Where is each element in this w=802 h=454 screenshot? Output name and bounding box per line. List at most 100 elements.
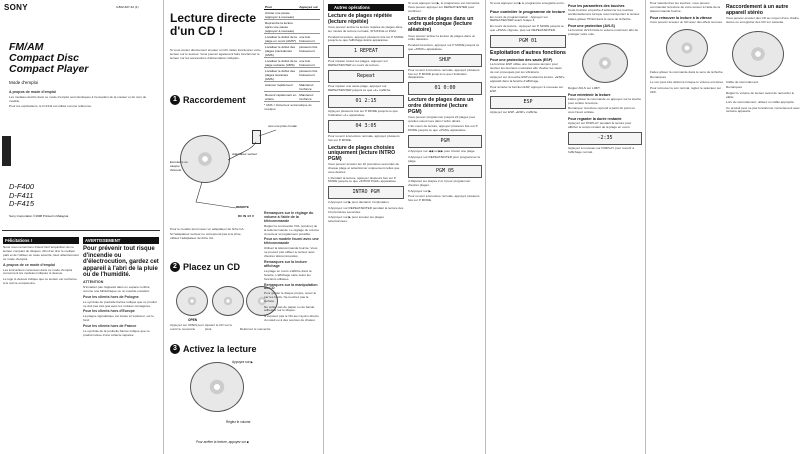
caption: Refermez le couvercle [239,326,271,331]
document-code: 3-862-607-32 (1) [116,5,139,9]
warning-text: Pour prévenir tout risque d'incendie ou … [83,246,159,279]
sub-heading: Pour une protection des sauts (ESP) [490,58,553,63]
intro-paragraph: Les modèles décrits dans ce mode d'emplo… [9,94,147,103]
model-list: D-F400 D-F411 D-F415 [9,182,35,209]
avertissement-block: AVERTISSEMENT Pour prévenir tout risque … [83,237,159,337]
table-header: Pour [264,4,299,10]
lcd-display: 01 2:15 [328,94,404,108]
model-name: D-F415 [9,199,35,208]
lcd-display: SHUF [408,53,482,67]
attention-heading: ATTENTION [83,279,104,284]
sub-heading: Pour regarder la durée restante [568,117,622,122]
close-lid-illustration [246,286,278,316]
sub-heading: Pour entretenir la lecture [568,92,611,97]
intro-text: A propos de mode d'emploi Les modèles dé… [9,89,157,111]
divider [2,230,160,231]
cover-column: SONY 3-862-607-32 (1) FM/AM Compact Disc… [0,0,162,454]
lcd-display: PGM 01 [490,34,566,48]
cd-logo [2,136,11,166]
quickstart-column: Lecture directe d'un CD ! Si vous voulez… [166,0,322,454]
step-title: Raccordement [183,94,246,105]
section-heading: Lecture de plages dans un ordre détermin… [408,97,474,115]
caption: Appuyez sur OPEN pour ouvrir le couvercl… [170,323,204,331]
lcd-display: PGM [408,135,482,149]
table-footnote: * AMS = Détecteur automatique de musique [264,103,312,111]
remote-label: REMOTE [236,205,249,209]
felicitations-heading: Félicitations ! [3,237,79,244]
table-row: Localiser le début des plages précédente… [264,43,320,58]
column-divider [323,0,324,454]
table-row: Reprendre la lecture après une pause (ap… [264,19,320,34]
intro-heading: A propos de mode d'emploi [9,90,57,94]
sub-heading: Pour les clients hors de Pologne [83,294,139,299]
title-line: FM/AM [9,41,44,53]
section-heading: Lecture de plages dans un ordre quelconq… [408,15,474,33]
intro-paragraph: Pour les explications, le D-F411 est uti… [9,104,92,109]
column-divider [163,0,164,454]
adapter-label: Adaptateur secteur [232,152,258,156]
table-row: Arrêter une pause (appuyez à nouveau) [264,9,320,20]
section-heading: Lecture de plages choisies uniquement (l… [328,144,396,162]
table-row: Localiser le début de la plage en cours … [264,33,320,44]
lcd-display: Repeat [328,70,404,84]
insert-cd-illustration [212,286,244,316]
sub-heading: A propos de ce mode d'emploi [3,262,56,267]
table-header: Appuyez sur [298,4,320,10]
column-divider [485,0,486,454]
sub-heading: Pour les clients hors de France [83,324,137,329]
step-2-captions: Appuyez sur OPEN pour ouvrir le couvercl… [170,323,276,332]
dc-in-label: DC IN 4.5 V [238,214,255,218]
sub-heading: Pour les paramètres des touches [568,4,625,8]
table-row: Localiser le début des plages suivantes … [264,67,320,82]
model-name: D-F411 [9,190,34,200]
cable-lines [195,129,277,209]
open-label: OPEN [188,318,198,322]
sub-heading: Pour les clients hors d'Europe [83,309,135,314]
main-title: Lecture directe d'un CD ! [170,11,257,38]
step-number: 2 [170,261,180,272]
lcd-display: ESP [490,95,566,109]
press-play-label: Appuyez sur ▶ [232,360,254,364]
diagram-caption: Pour le modèle fourni avec un adaptateur… [170,227,245,241]
step-number: 1 [170,94,180,105]
section-heading: Exploitation d'autres fonctions [490,49,566,56]
step-title: Placez un CD [183,261,241,272]
copyright: Sony Corporation ©1998 Printed in Malays… [9,214,69,218]
felicitations-block: Félicitations ! Nous vous remercions d'a… [3,235,79,287]
play-illustration [190,362,244,412]
adapter-box [252,130,261,144]
table-row: Localiser le début de la plage suivante … [264,57,320,68]
title-line: Compact Player [9,63,89,75]
functions-column: Si vous appuyez sur ▶ le programme enreg… [490,1,642,154]
felicitations-text: Nous vous remercions d'avoir fait l'acqu… [3,245,79,285]
cover-title: FM/AM Compact Disc Compact Player [9,42,88,75]
hold-switch-illustration [582,43,628,84]
step-title: Activez la lecture [183,343,257,354]
lcd-display: -2:35 [568,131,642,145]
lcd-display: 1 REPEAT [328,45,404,59]
open-lid-illustration [176,286,208,316]
brand-logo: SONY [4,3,28,12]
lcd-display: 04 3:05 [328,119,404,133]
stop-label: Pour arrêter la lecture, appuyez sur ■ [196,440,249,444]
autres-operations-heading: Autres opérations [328,4,404,11]
title-line: Compact Disc [9,52,80,64]
sub-heading: Pour retrouver la lecture à la vitesse [650,15,712,20]
column-divider [645,0,646,454]
avertissement-heading: AVERTISSEMENT [83,237,159,244]
headphones-label: Ecouteurs ou casque d'écoute [170,160,188,172]
lcd-display: PGM 05 [408,165,482,179]
side-notes: Remarques sur le réglage du volume à l'a… [264,211,320,322]
section-heading: Pour contrôler le programme de lecture [490,8,566,14]
wall-plug-label: vers une prise murale [268,124,297,128]
stereo-connection-illustration [732,31,784,77]
lcd-display: 01 0:00 [408,82,482,96]
caption: Ajustez le CD sur le pivot [204,323,233,331]
connection-column: Pour sélectionner les touches, vous pouv… [650,1,800,114]
main-intro: Si vous voulez directement écouter un CD… [170,48,261,60]
